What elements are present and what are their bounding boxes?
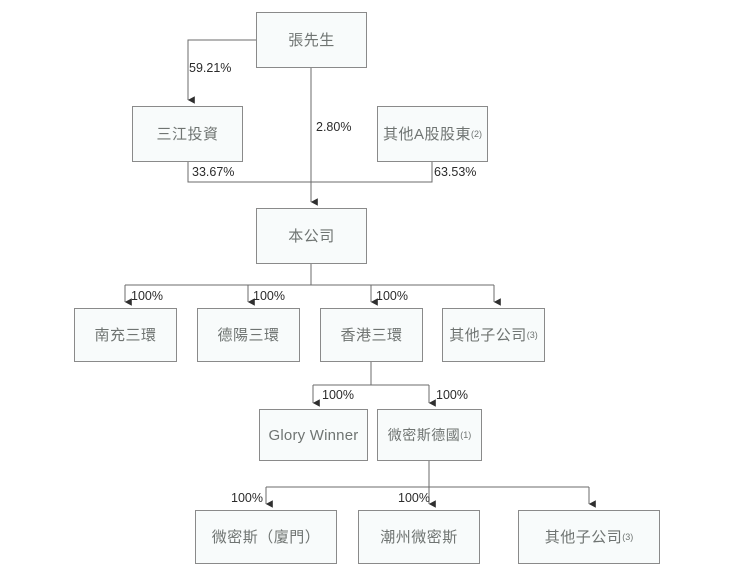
node-glory-winner-label: Glory Winner xyxy=(268,426,359,444)
node-other-subsidiaries-upper[interactable]: 其他子公司(3) xyxy=(442,308,545,362)
node-sanjiang-investment[interactable]: 三江投資 xyxy=(132,106,243,162)
edge-label-sanjiang-to-company: 33.67% xyxy=(192,165,235,179)
edge-label-othera-to-company: 63.53% xyxy=(434,165,477,179)
node-other-subsidiaries-upper-superscript: (3) xyxy=(526,329,538,340)
node-zhang[interactable]: 張先生 xyxy=(256,12,367,68)
node-other-subsidiaries-lower-label: 其他子公司 xyxy=(544,528,623,546)
node-weimisi-xiamen-label: 微密斯（廈門） xyxy=(211,528,321,546)
node-hongkong-sanhuan[interactable]: 香港三環 xyxy=(320,308,423,362)
node-other-a-share-holders-label: 其他A股股東 xyxy=(382,125,471,143)
node-hongkong-sanhuan-label: 香港三環 xyxy=(340,326,403,344)
edge-label-company-to-nanchong: 100% xyxy=(131,289,163,303)
edge-label-hongkong-to-glory: 100% xyxy=(322,388,354,402)
node-zhang-label: 張先生 xyxy=(288,31,335,49)
edge-label-zhang-to-sanjiang: 59.21% xyxy=(189,61,232,75)
node-chaozhou-weimisi[interactable]: 潮州微密斯 xyxy=(358,510,480,564)
node-glory-winner[interactable]: Glory Winner xyxy=(259,409,368,461)
node-chaozhou-weimisi-label: 潮州微密斯 xyxy=(380,528,458,546)
edge-othera-to-bus xyxy=(311,162,433,183)
node-other-subsidiaries-lower-superscript: (3) xyxy=(622,531,634,542)
node-nanchong-sanhuan[interactable]: 南充三環 xyxy=(74,308,177,362)
node-weimisi-germany[interactable]: 微密斯德國(1) xyxy=(377,409,482,461)
node-other-a-share-holders[interactable]: 其他A股股東(2) xyxy=(377,106,488,162)
node-deyang-sanhuan[interactable]: 德陽三環 xyxy=(197,308,300,362)
node-weimisi-germany-label: 微密斯德國 xyxy=(387,427,461,443)
node-sanjiang-investment-label: 三江投資 xyxy=(156,125,219,143)
node-weimisi-xiamen[interactable]: 微密斯（廈門） xyxy=(195,510,337,564)
edge-label-company-to-deyang: 100% xyxy=(253,289,285,303)
node-the-company[interactable]: 本公司 xyxy=(256,208,367,264)
node-the-company-label: 本公司 xyxy=(288,227,335,245)
edge-label-weimisi-germany-to-xiamen: 100% xyxy=(231,491,263,505)
edge-label-weimisi-germany-to-chaozhou: 100% xyxy=(398,491,430,505)
node-nanchong-sanhuan-label: 南充三環 xyxy=(94,326,157,344)
node-other-subsidiaries-lower[interactable]: 其他子公司(3) xyxy=(518,510,660,564)
node-other-a-share-holders-superscript: (2) xyxy=(471,128,482,139)
node-deyang-sanhuan-label: 德陽三環 xyxy=(217,326,280,344)
edge-label-hongkong-to-weimisi-germany: 100% xyxy=(436,388,468,402)
node-weimisi-germany-superscript: (1) xyxy=(460,429,472,440)
edge-label-company-to-hongkong: 100% xyxy=(376,289,408,303)
node-other-subsidiaries-upper-label: 其他子公司 xyxy=(449,326,527,344)
edge-label-zhang-to-company: 2.80% xyxy=(316,120,352,134)
